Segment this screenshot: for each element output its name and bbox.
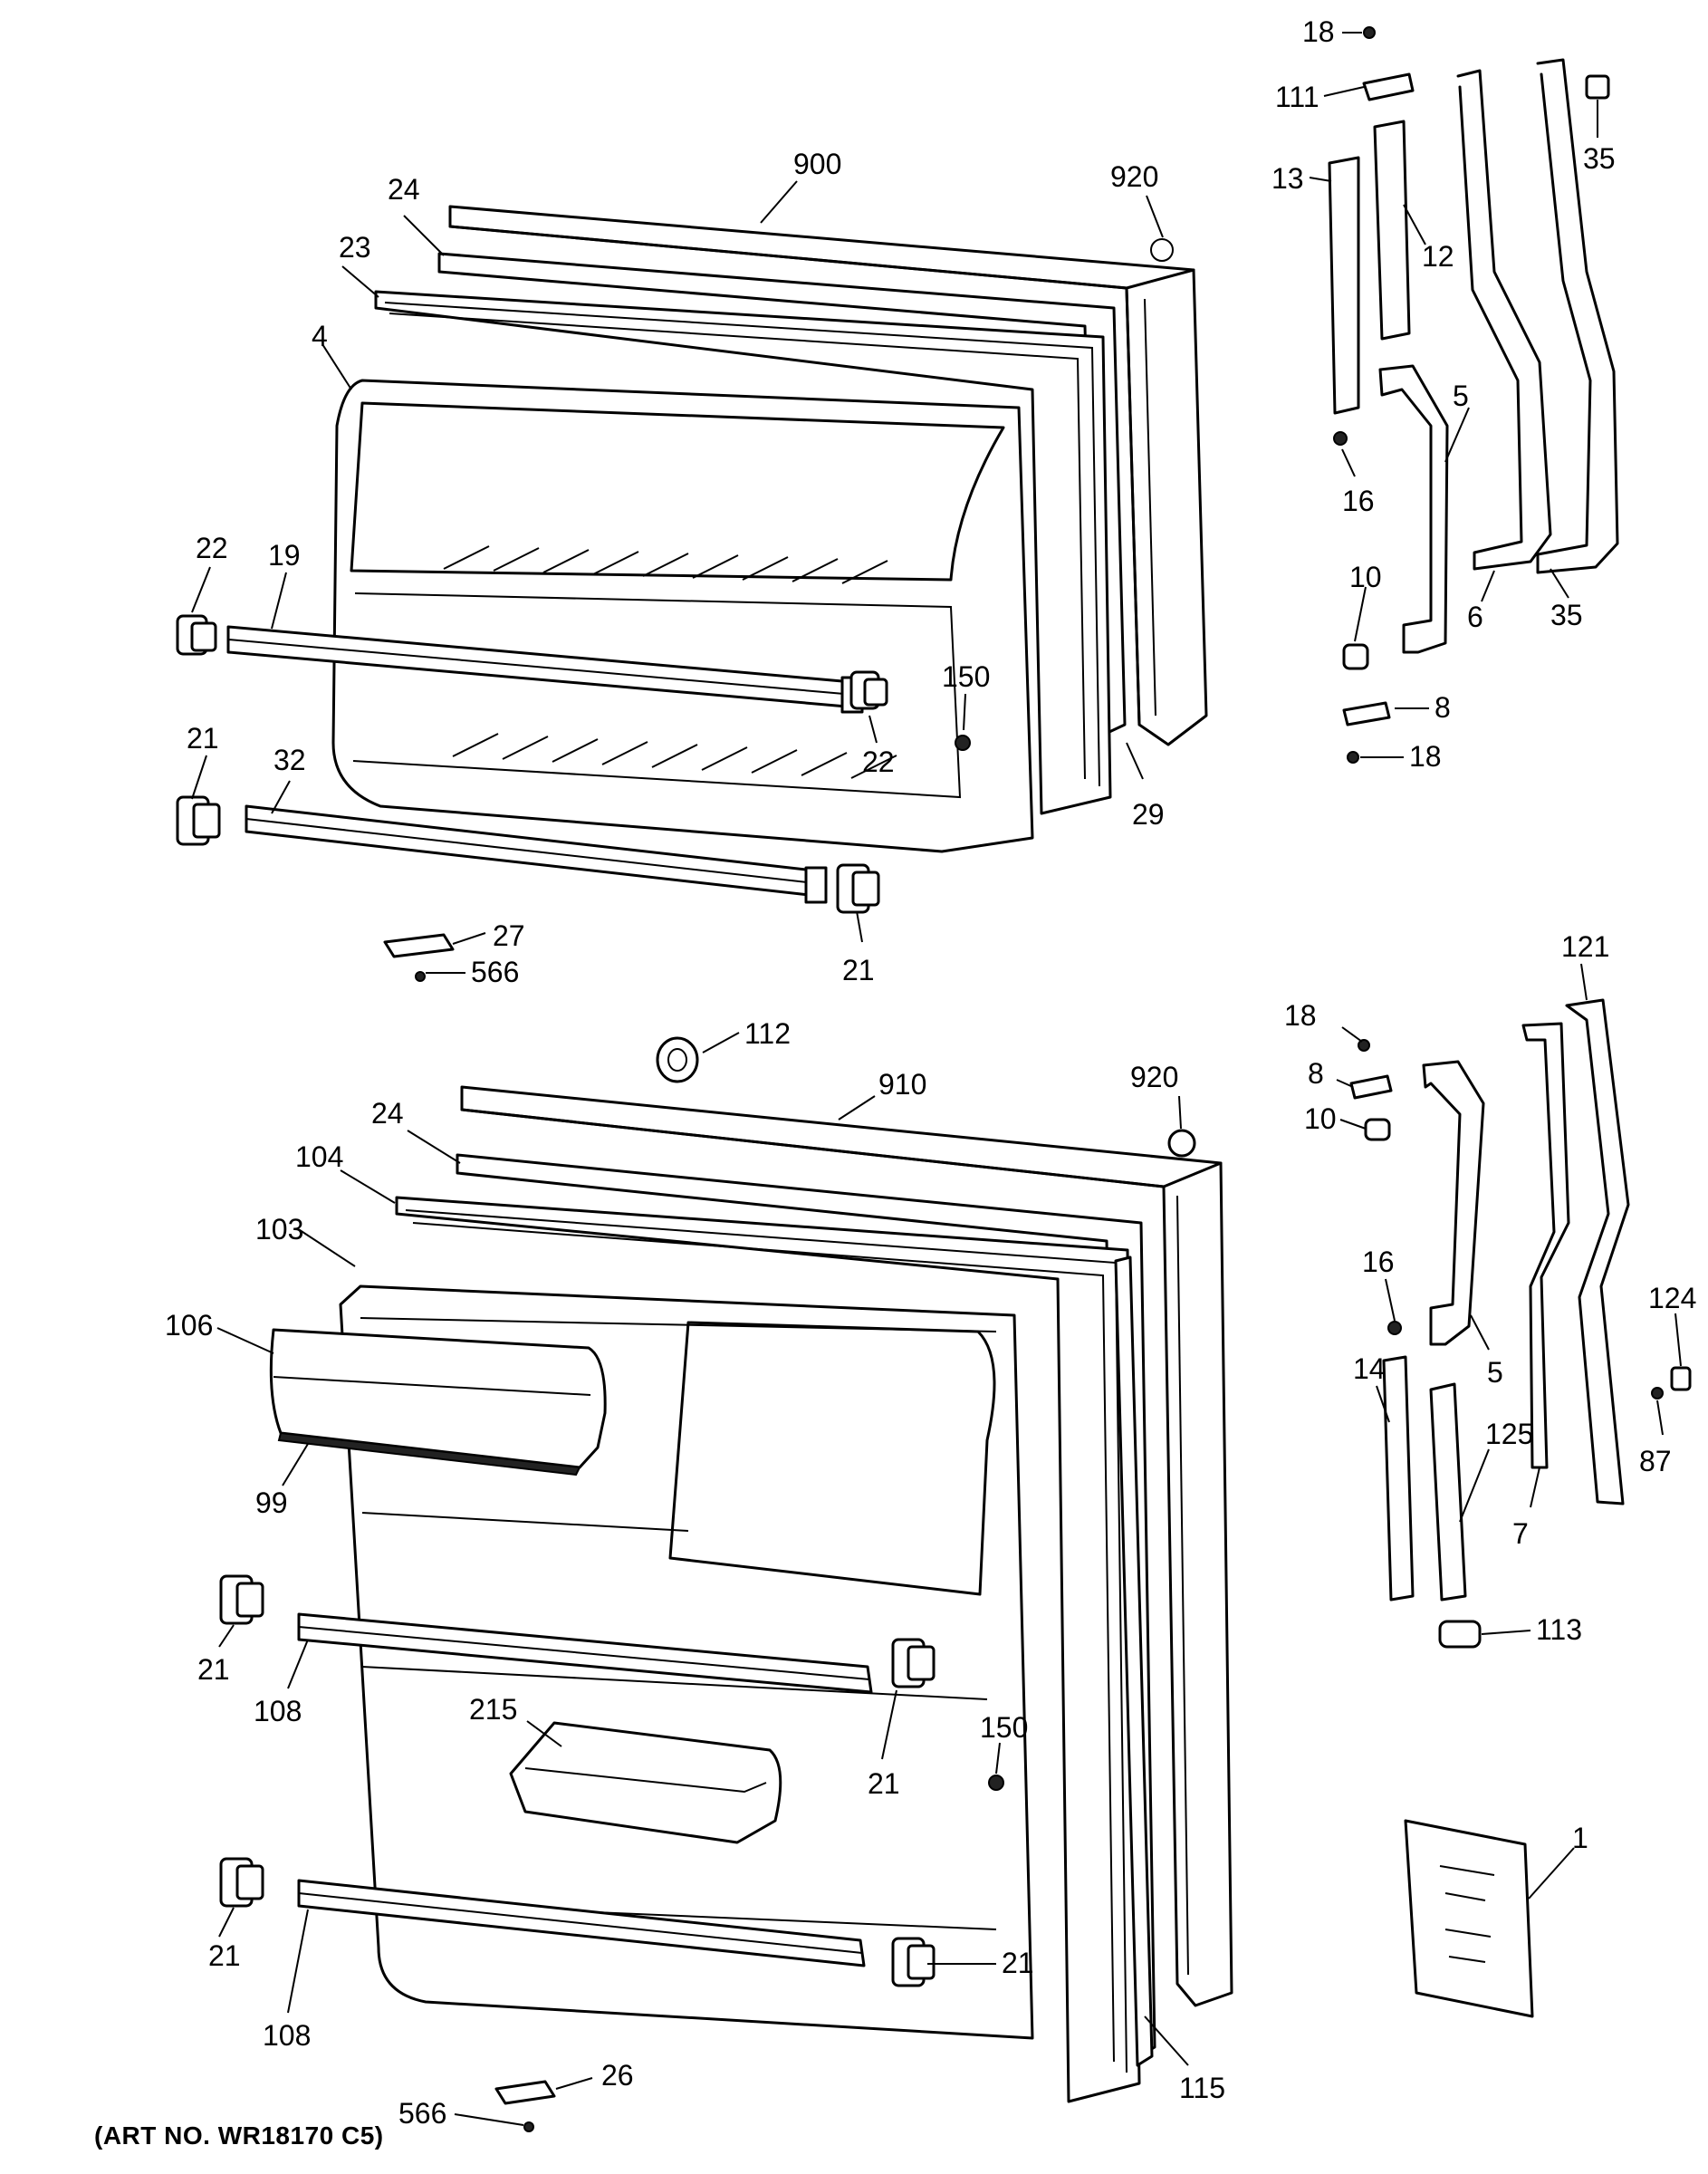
label-920: 920 (1110, 160, 1158, 193)
literature-pack-1 (1404, 1819, 1534, 2018)
label-108-b: 108 (263, 2019, 311, 2052)
freezer-outer-door-900 (448, 205, 1208, 746)
label-112: 112 (744, 1017, 791, 1050)
label-920-fresh: 920 (1130, 1061, 1178, 1093)
label-35-bot: 35 (1550, 599, 1583, 631)
dairy-bin-215 (509, 1721, 782, 1844)
label-108-a: 108 (254, 1695, 302, 1727)
label-6: 6 (1467, 601, 1483, 633)
fresh-food-door-assembly (219, 998, 1692, 2132)
freezer-liner-23 (374, 290, 1112, 815)
label-21-d: 21 (1002, 1947, 1034, 1979)
label-12: 12 (1422, 240, 1454, 273)
screw-150-lower (988, 1775, 1004, 1791)
label-35-top: 35 (1583, 142, 1616, 175)
label-27: 27 (493, 919, 525, 952)
label-8-fresh: 8 (1308, 1057, 1324, 1090)
freezer-hinge-parts (1328, 26, 1619, 764)
stop-plate-26 (494, 2080, 556, 2132)
label-7: 7 (1512, 1517, 1529, 1550)
label-113: 113 (1536, 1613, 1582, 1646)
freezer-bracket-22-right (849, 670, 888, 710)
fresh-hinge-parts (1349, 998, 1692, 1649)
label-566: 566 (471, 956, 519, 988)
label-21-left: 21 (187, 722, 219, 755)
label-1: 1 (1572, 1822, 1588, 1854)
label-5-fresh: 5 (1487, 1356, 1503, 1389)
label-16-fresh: 16 (1362, 1246, 1395, 1278)
label-24-fresh: 24 (371, 1097, 404, 1130)
label-106: 106 (165, 1309, 213, 1342)
button-112 (656, 1036, 699, 1083)
freezer-bracket-21-left (176, 795, 221, 846)
label-111: 111 (1275, 81, 1319, 113)
plug-920 (1150, 238, 1174, 262)
label-8: 8 (1435, 691, 1451, 724)
label-104: 104 (295, 1140, 343, 1173)
label-29: 29 (1132, 798, 1165, 831)
label-26: 26 (601, 2059, 634, 2092)
label-10-fresh: 10 (1304, 1102, 1337, 1135)
label-125: 125 (1485, 1418, 1533, 1450)
freezer-bracket-22-left (176, 614, 217, 656)
fresh-bracket-21-right-lower (891, 1937, 936, 1987)
label-13: 13 (1271, 162, 1304, 195)
label-87: 87 (1639, 1445, 1672, 1477)
leader-lines (191, 32, 1682, 2126)
screw-150-upper (955, 735, 971, 751)
art-number: (ART NO. WR18170 C5) (94, 2121, 384, 2150)
freezer-bracket-21-right (836, 863, 880, 914)
plug-920-lower (1167, 1129, 1196, 1158)
label-32: 32 (273, 744, 306, 776)
label-24: 24 (388, 173, 420, 206)
label-150: 150 (942, 660, 990, 693)
fresh-bracket-21-right-upper (891, 1638, 936, 1688)
label-5: 5 (1453, 380, 1469, 412)
fresh-bracket-21-left-lower (219, 1857, 264, 1908)
label-22-left: 22 (196, 532, 228, 564)
label-18-fresh: 18 (1284, 999, 1317, 1032)
gasket-strip-115 (1114, 1255, 1154, 2067)
label-23: 23 (339, 231, 371, 264)
stop-plate-27 (383, 933, 455, 982)
label-19: 19 (268, 539, 301, 572)
label-18-top: 18 (1302, 15, 1335, 48)
label-103: 103 (255, 1213, 303, 1246)
fresh-outer-door-910 (460, 1085, 1233, 2007)
freezer-part-labels: 18 111 900 920 24 23 4 13 12 35 5 16 22 … (187, 15, 1616, 988)
label-215: 215 (469, 1693, 517, 1726)
fresh-shelf-rail-108-upper (297, 1612, 873, 1694)
fresh-shelf-rail-108-lower (297, 1879, 866, 1967)
label-22-right: 22 (862, 746, 895, 778)
label-124: 124 (1648, 1282, 1696, 1314)
label-900: 900 (793, 148, 841, 180)
label-18-bot: 18 (1409, 740, 1442, 773)
label-150-fresh: 150 (980, 1711, 1028, 1744)
label-21-a: 21 (197, 1653, 230, 1686)
label-14: 14 (1353, 1352, 1386, 1385)
freezer-inner-liner-4 (331, 379, 1034, 853)
freezer-shelf-rail-32 (245, 804, 828, 904)
label-16: 16 (1342, 485, 1375, 517)
freezer-door-assembly (176, 26, 1619, 982)
label-21-bot: 21 (842, 954, 875, 986)
fresh-part-labels: 112 121 18 910 920 8 24 10 104 103 16 10… (165, 930, 1696, 2130)
fresh-bracket-21-left-upper (219, 1574, 264, 1625)
label-4: 4 (312, 320, 328, 352)
label-10: 10 (1349, 561, 1382, 593)
label-121: 121 (1561, 930, 1609, 963)
label-21-b: 21 (868, 1767, 900, 1800)
label-566-fresh: 566 (398, 2097, 446, 2130)
door-bin-106 (269, 1328, 607, 1477)
label-115: 115 (1179, 2072, 1225, 2104)
label-99: 99 (255, 1486, 288, 1519)
label-910: 910 (878, 1068, 926, 1101)
label-21-c: 21 (208, 1939, 241, 1972)
